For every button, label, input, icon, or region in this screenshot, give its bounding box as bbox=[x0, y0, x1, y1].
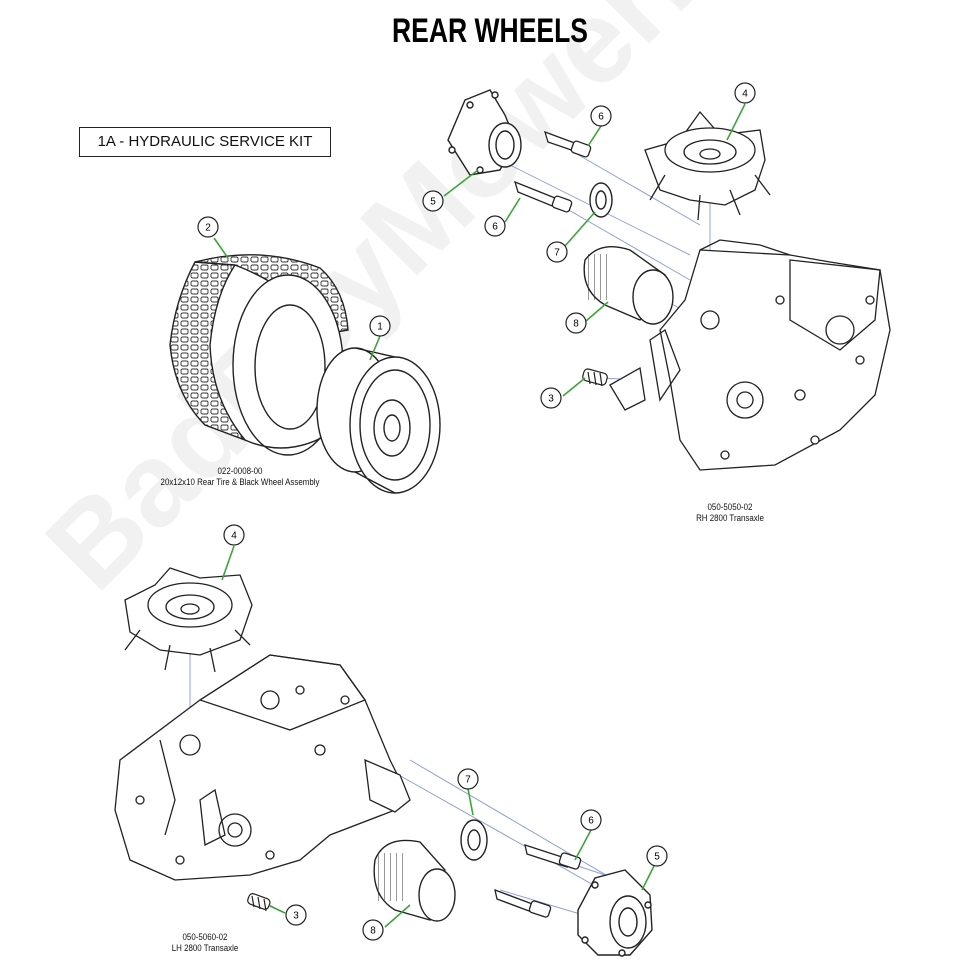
callout-5-rh: 5 bbox=[422, 190, 444, 212]
callout-1: 1 bbox=[369, 315, 391, 337]
lh-cooling-fan bbox=[124, 567, 253, 673]
rh-wheel-hub bbox=[447, 89, 522, 176]
lh-transaxle-part-number: 050-5060-02 bbox=[182, 932, 228, 942]
lh-spring bbox=[247, 893, 271, 912]
rh-transaxle-part-number: 050-5050-02 bbox=[707, 502, 753, 512]
rear-tire bbox=[169, 254, 349, 456]
rh-transaxle-description: RH 2800 Transaxle bbox=[696, 513, 764, 523]
callout-leader-lines bbox=[213, 103, 746, 928]
rh-oil-filter bbox=[583, 246, 674, 325]
rh-wheel-studs bbox=[513, 130, 592, 213]
callout-5-lh-label: 5 bbox=[654, 852, 660, 863]
rh-transaxle-body bbox=[609, 239, 891, 471]
lh-wheel-studs bbox=[494, 844, 582, 918]
wheel-part-number: 022-0008-00 bbox=[217, 466, 263, 476]
callout-2-label: 2 bbox=[205, 223, 211, 234]
callout-3-rh-label: 3 bbox=[548, 394, 554, 405]
callout-6-lh-label: 6 bbox=[588, 816, 594, 827]
hydraulic-service-kit-label: 1A - HYDRAULIC SERVICE KIT bbox=[79, 127, 331, 157]
lh-transaxle-body bbox=[114, 654, 411, 881]
callout-6-lh: 6 bbox=[580, 809, 602, 831]
lh-transaxle-description: LH 2800 Transaxle bbox=[171, 943, 239, 953]
callout-3-lh-label: 3 bbox=[293, 911, 299, 922]
lh-transaxle-caption: 050-5060-02 LH 2800 Transaxle bbox=[143, 932, 266, 954]
callout-2: 2 bbox=[197, 216, 219, 238]
callout-6-rh-bottom-label: 6 bbox=[492, 222, 498, 233]
lh-oil-filter bbox=[373, 839, 456, 922]
callout-8-rh: 8 bbox=[565, 312, 587, 334]
wheel-assembly-caption: 022-0008-00 20x12x10 Rear Tire & Black W… bbox=[152, 466, 328, 488]
rh-transaxle-caption: 050-5050-02 RH 2800 Transaxle bbox=[668, 502, 791, 524]
callout-4-lh: 4 bbox=[223, 524, 245, 546]
callout-8-lh: 8 bbox=[362, 919, 384, 941]
rh-cooling-fan bbox=[644, 110, 771, 221]
callout-1-label: 1 bbox=[377, 322, 383, 333]
callout-3-rh: 3 bbox=[540, 387, 562, 409]
callout-4-lh-label: 4 bbox=[231, 531, 237, 542]
callout-3-lh: 3 bbox=[285, 904, 307, 926]
callout-5-lh: 5 bbox=[646, 845, 668, 867]
callout-7-lh: 7 bbox=[457, 768, 479, 790]
wheel-description: 20x12x10 Rear Tire & Black Wheel Assembl… bbox=[160, 477, 320, 487]
lh-washer bbox=[460, 819, 488, 861]
callout-4-rh: 4 bbox=[734, 82, 756, 104]
callout-7-lh-label: 7 bbox=[465, 775, 471, 786]
callout-5-rh-label: 5 bbox=[430, 197, 436, 208]
lh-wheel-hub bbox=[577, 869, 653, 957]
rh-washer bbox=[589, 182, 613, 218]
callout-6-rh-bottom: 6 bbox=[484, 215, 506, 237]
callout-7-rh: 7 bbox=[546, 241, 568, 263]
rh-spring bbox=[582, 368, 608, 387]
callout-4-rh-label: 4 bbox=[742, 89, 748, 100]
callout-7-rh-label: 7 bbox=[554, 248, 560, 259]
callout-6-rh-top: 6 bbox=[590, 105, 612, 127]
rear-wheel-rim bbox=[316, 347, 441, 494]
callout-8-lh-label: 8 bbox=[370, 926, 376, 937]
callout-8-rh-label: 8 bbox=[573, 319, 579, 330]
page-title: REAR WHEELS bbox=[392, 12, 588, 50]
callout-6-rh-top-label: 6 bbox=[598, 112, 604, 123]
